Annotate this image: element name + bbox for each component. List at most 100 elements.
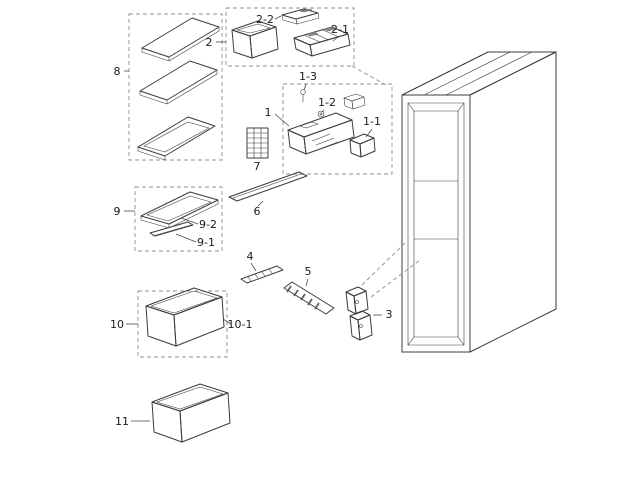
part-label-8: 8 [114,65,121,78]
rail-part-4: 4 [240,250,284,284]
shelf-top [139,60,218,101]
control-box-front [287,129,307,155]
lid-top [281,8,319,20]
strip-part-5: 5 [283,265,335,315]
bucket-side [249,26,279,59]
control-box-side [303,119,355,155]
leader-line-9-1 [175,233,197,243]
bucket-rim-inner [236,23,271,34]
bracket-side [357,314,373,341]
strip-tick [293,289,299,297]
strip-tick [286,285,292,293]
grille-part-7: 7 [246,127,269,173]
drawer-part-11: 11 [115,383,231,443]
rail-outline [240,265,284,284]
sub-box-front [349,139,362,158]
part-label-3: 3 [386,308,393,321]
rail-tick [261,271,266,277]
tray-cell [305,31,319,37]
leader-line-2-1 [332,36,339,42]
bracket-top [343,93,365,102]
part-label-2-1: 2-1 [331,23,349,36]
control-box-vent [311,133,331,142]
frame-corner-line [457,102,465,112]
cover-edge [232,173,302,199]
part-label-4: 4 [247,250,254,263]
bracket-hole [359,324,363,328]
drawer-assembly-10: 10 10-1 [110,287,253,358]
bin-side [173,296,225,347]
tray-cell [323,26,337,32]
cabinet-top-panel-line [423,51,511,96]
bracket-hole [355,300,359,304]
cover-outline [228,171,308,202]
bin-side [179,392,231,443]
shelf-thickness [137,146,166,161]
tray-side [309,33,351,57]
part-label-1-3: 1-3 [299,70,317,83]
cabinet-front-face [401,94,471,353]
part-label-9-2: 9-2 [199,218,217,231]
washer-outer [317,110,325,118]
ice-assembly-2: 2 2-2 2-1 [206,7,355,67]
lid-tab [299,8,313,13]
cabinet [401,51,557,353]
screw-head [300,89,306,95]
leader-line-1-3 [303,83,307,91]
dashed-group-box-10 [137,290,228,358]
part-label-2: 2 [206,36,213,49]
glass-shelf-inner [143,121,210,153]
part-label-5: 5 [305,265,312,278]
part-label-9-1: 9-1 [197,236,215,249]
dashed-group-box-1 [282,83,393,175]
control-box-vent [319,141,339,150]
trim-bar-edge [152,224,192,237]
strip-tick [314,302,320,310]
leader-line-6 [257,200,264,207]
control-assembly-1: 1 1-1 1-2 1-3 [265,70,393,175]
glass-shelf-top [137,116,216,157]
sub-box-side [359,137,376,158]
part-label-7: 7 [254,160,261,173]
part-label-10-1: 10-1 [228,318,253,331]
door-opening-inner-frame [413,110,459,338]
trim-bar [149,221,194,237]
rail-tick [247,276,252,282]
part-label-1-2: 1-2 [318,96,336,109]
part-label-6: 6 [254,205,261,218]
leader-line-1-2 [321,109,325,113]
rail-tick [268,268,273,274]
part-label-1-1: 1-1 [363,115,381,128]
part-label-1: 1 [265,106,272,119]
lid-front [281,14,298,25]
bin-rim-inner [150,290,218,314]
washer-inner [319,112,323,116]
leader-line-1-1 [365,128,373,138]
shelf-assembly-8: 8 [114,13,223,161]
leader-line-2-2 [274,15,282,20]
dashed-group-box-9 [134,186,223,252]
leader-line-1 [274,113,290,127]
strip-outline [283,281,335,315]
door-opening-outer-frame [407,102,465,346]
shelf-thickness [141,26,220,62]
mount-guide-line [370,259,421,298]
tray-front [293,37,313,57]
bracket-side [351,96,366,110]
part-label-11: 11 [115,415,129,428]
part-label-2-2: 2-2 [256,13,274,26]
strip-tick [307,298,313,306]
bracket-part-3: 3 [345,241,421,341]
bin-rim-inner [156,386,224,410]
control-box-detail [299,121,319,129]
part-label-9: 9 [114,205,121,218]
shelf-thickness [139,69,218,105]
leader-line-5 [305,278,309,287]
control-box-vent [315,137,335,146]
leader-line-9-2 [180,217,199,225]
cabinet-top-panel-line [445,51,533,96]
mount-guide-line [361,241,407,286]
frame-corner-line [407,102,415,112]
